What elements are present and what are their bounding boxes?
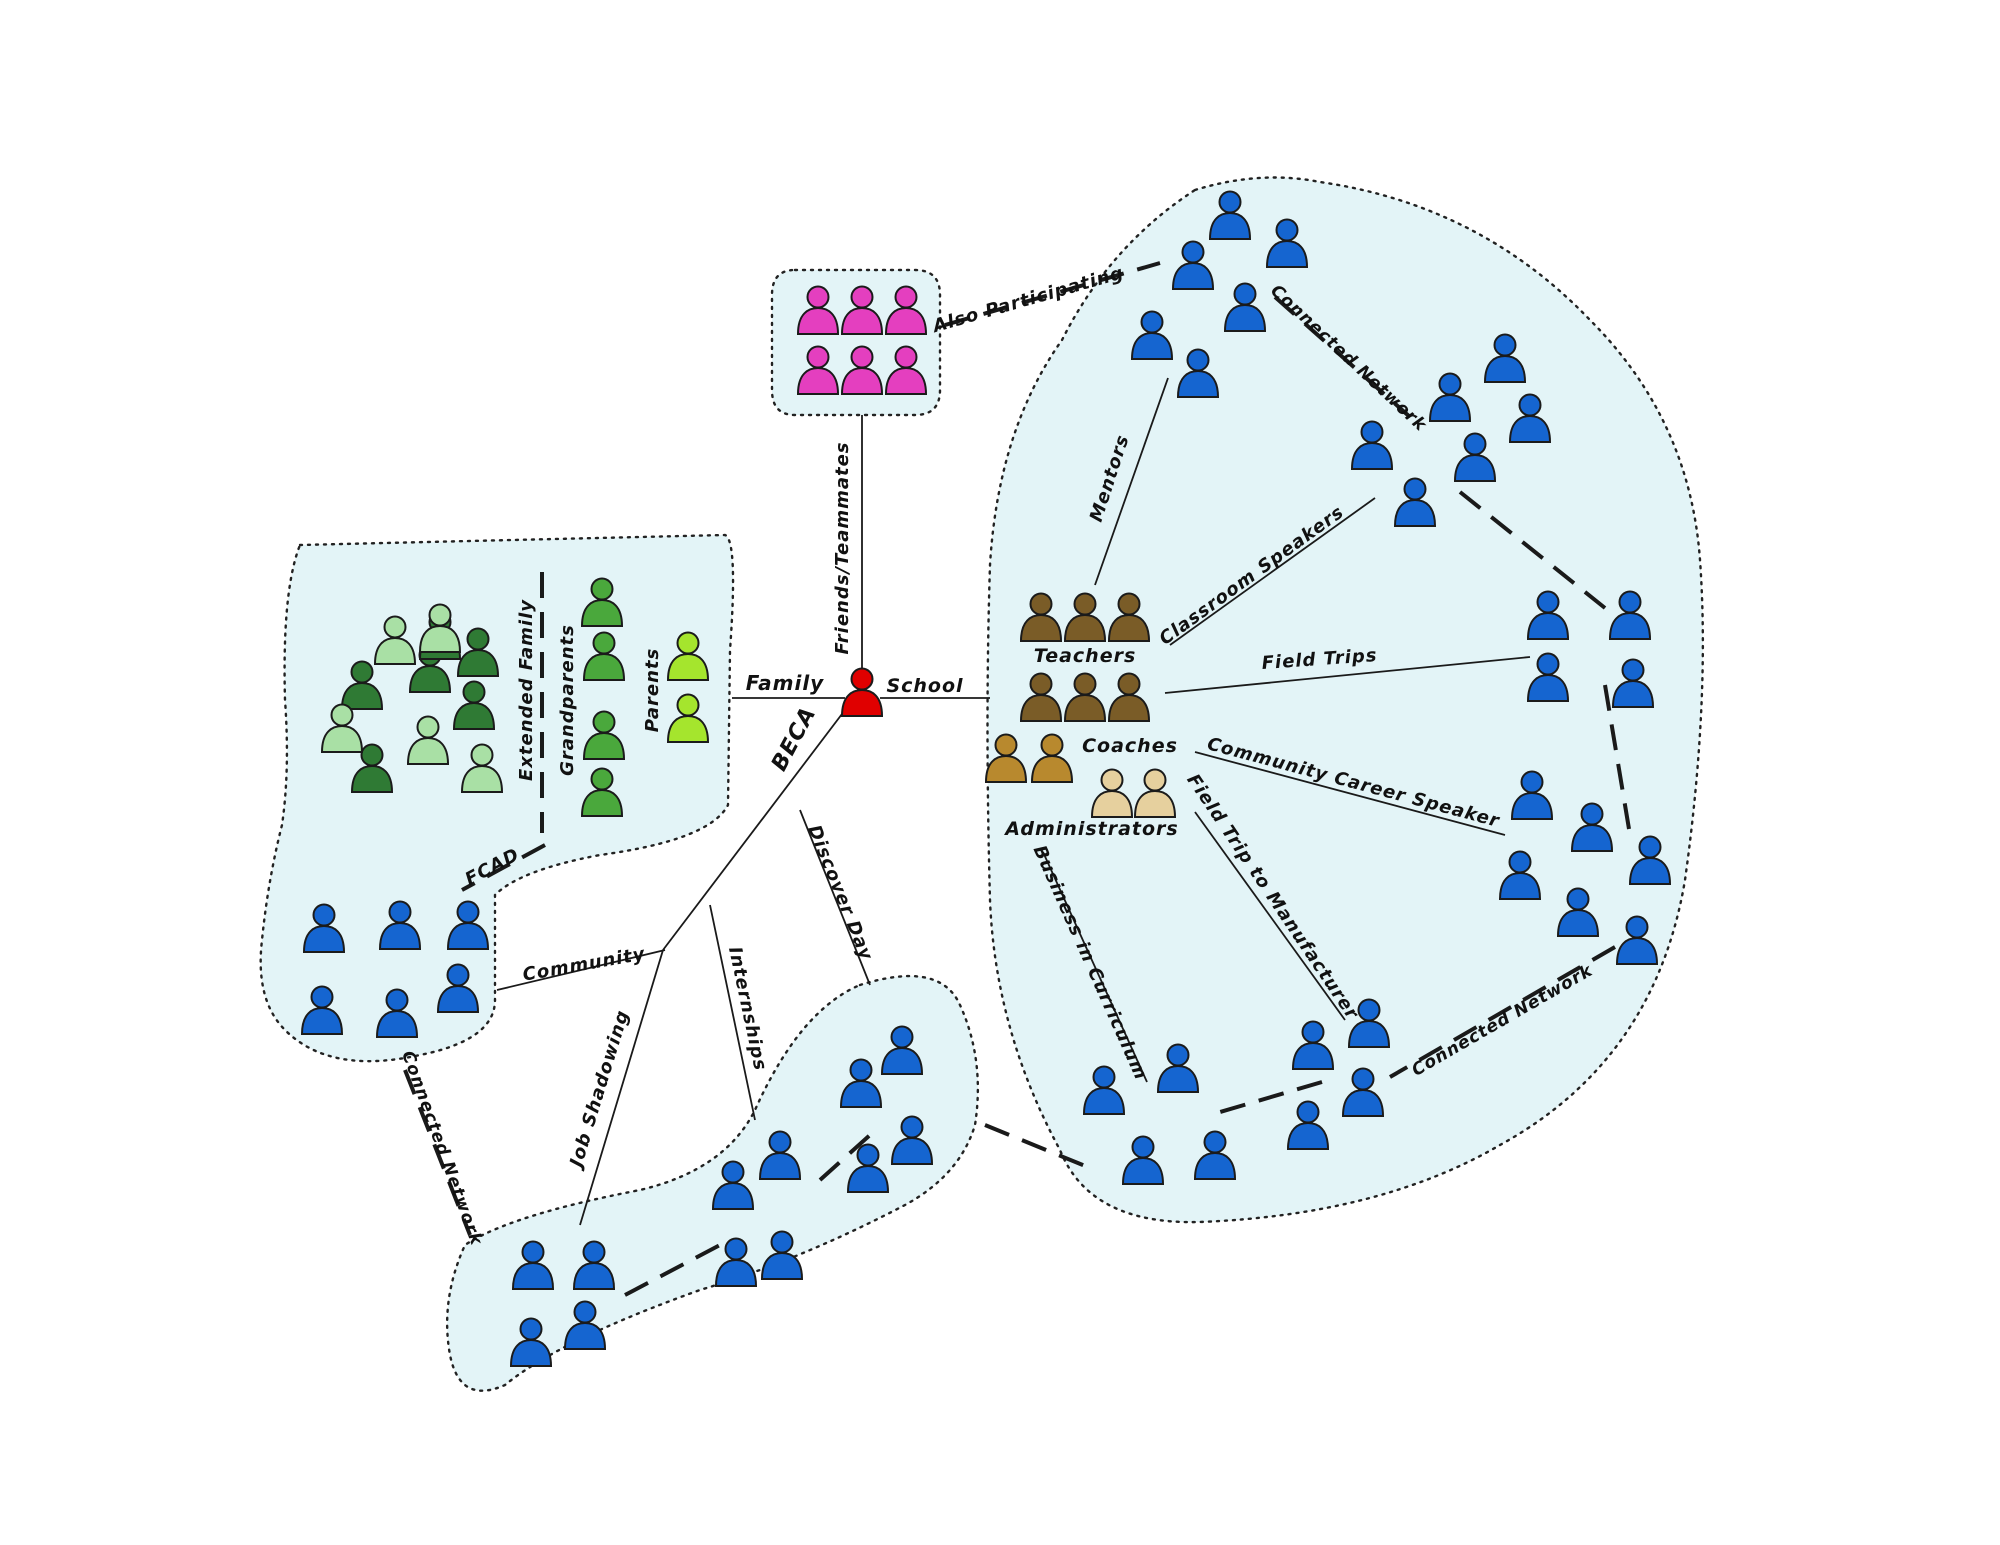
dash-network-top-1 <box>1273 295 1412 419</box>
label-grandparents: Grandparents <box>557 624 578 776</box>
label-parents: Parents <box>642 648 663 732</box>
dash-school-community <box>984 1123 1096 1172</box>
edge-classroom-speakers <box>1169 497 1376 646</box>
edge-mentors <box>1094 377 1169 586</box>
edge-community <box>496 949 666 991</box>
label-community: Community <box>521 943 647 985</box>
label-family: Family <box>746 671 824 695</box>
label-extended-family: Extended Family <box>516 599 537 781</box>
dash-network-bottom-right <box>1388 945 1617 1079</box>
dash-network-top-2 <box>1458 490 1607 610</box>
dash-community-1 <box>624 1243 721 1297</box>
dashed-edges <box>403 261 1632 1297</box>
dash-connected-left <box>403 1069 472 1236</box>
edge-beca <box>662 709 846 951</box>
dash-network-right <box>1603 684 1632 836</box>
family-region <box>259 533 735 1063</box>
label-school: School <box>886 675 963 697</box>
dash-fcad <box>461 843 546 892</box>
label-job-shadowing: Job Shadowing <box>565 1007 634 1172</box>
edge-job-shadowing <box>579 949 664 1226</box>
edge-community-career <box>1194 751 1506 836</box>
dash-network-bottom-mid <box>1209 1080 1323 1117</box>
person-icon <box>841 667 883 717</box>
solid-edges <box>496 377 1531 1226</box>
dash-community-2 <box>818 1133 872 1182</box>
label-discover-day: Discover Day <box>803 822 877 964</box>
label-coaches: Coaches <box>1082 735 1178 757</box>
label-administrators: Administrators <box>1003 818 1178 840</box>
edge-field-trips <box>1164 656 1531 694</box>
label-connected-network-left: Connected Network <box>397 1048 486 1249</box>
edge-field-trip-manufacturer <box>1194 811 1346 1021</box>
label-friends-teammates: Friends/Teammates <box>832 441 853 654</box>
edge-internships <box>709 904 756 1121</box>
edge-business-curriculum <box>1042 851 1148 1083</box>
label-teachers: Teachers <box>1034 645 1137 667</box>
label-beca: BECA <box>767 703 821 776</box>
edge-discover-day <box>799 809 871 986</box>
